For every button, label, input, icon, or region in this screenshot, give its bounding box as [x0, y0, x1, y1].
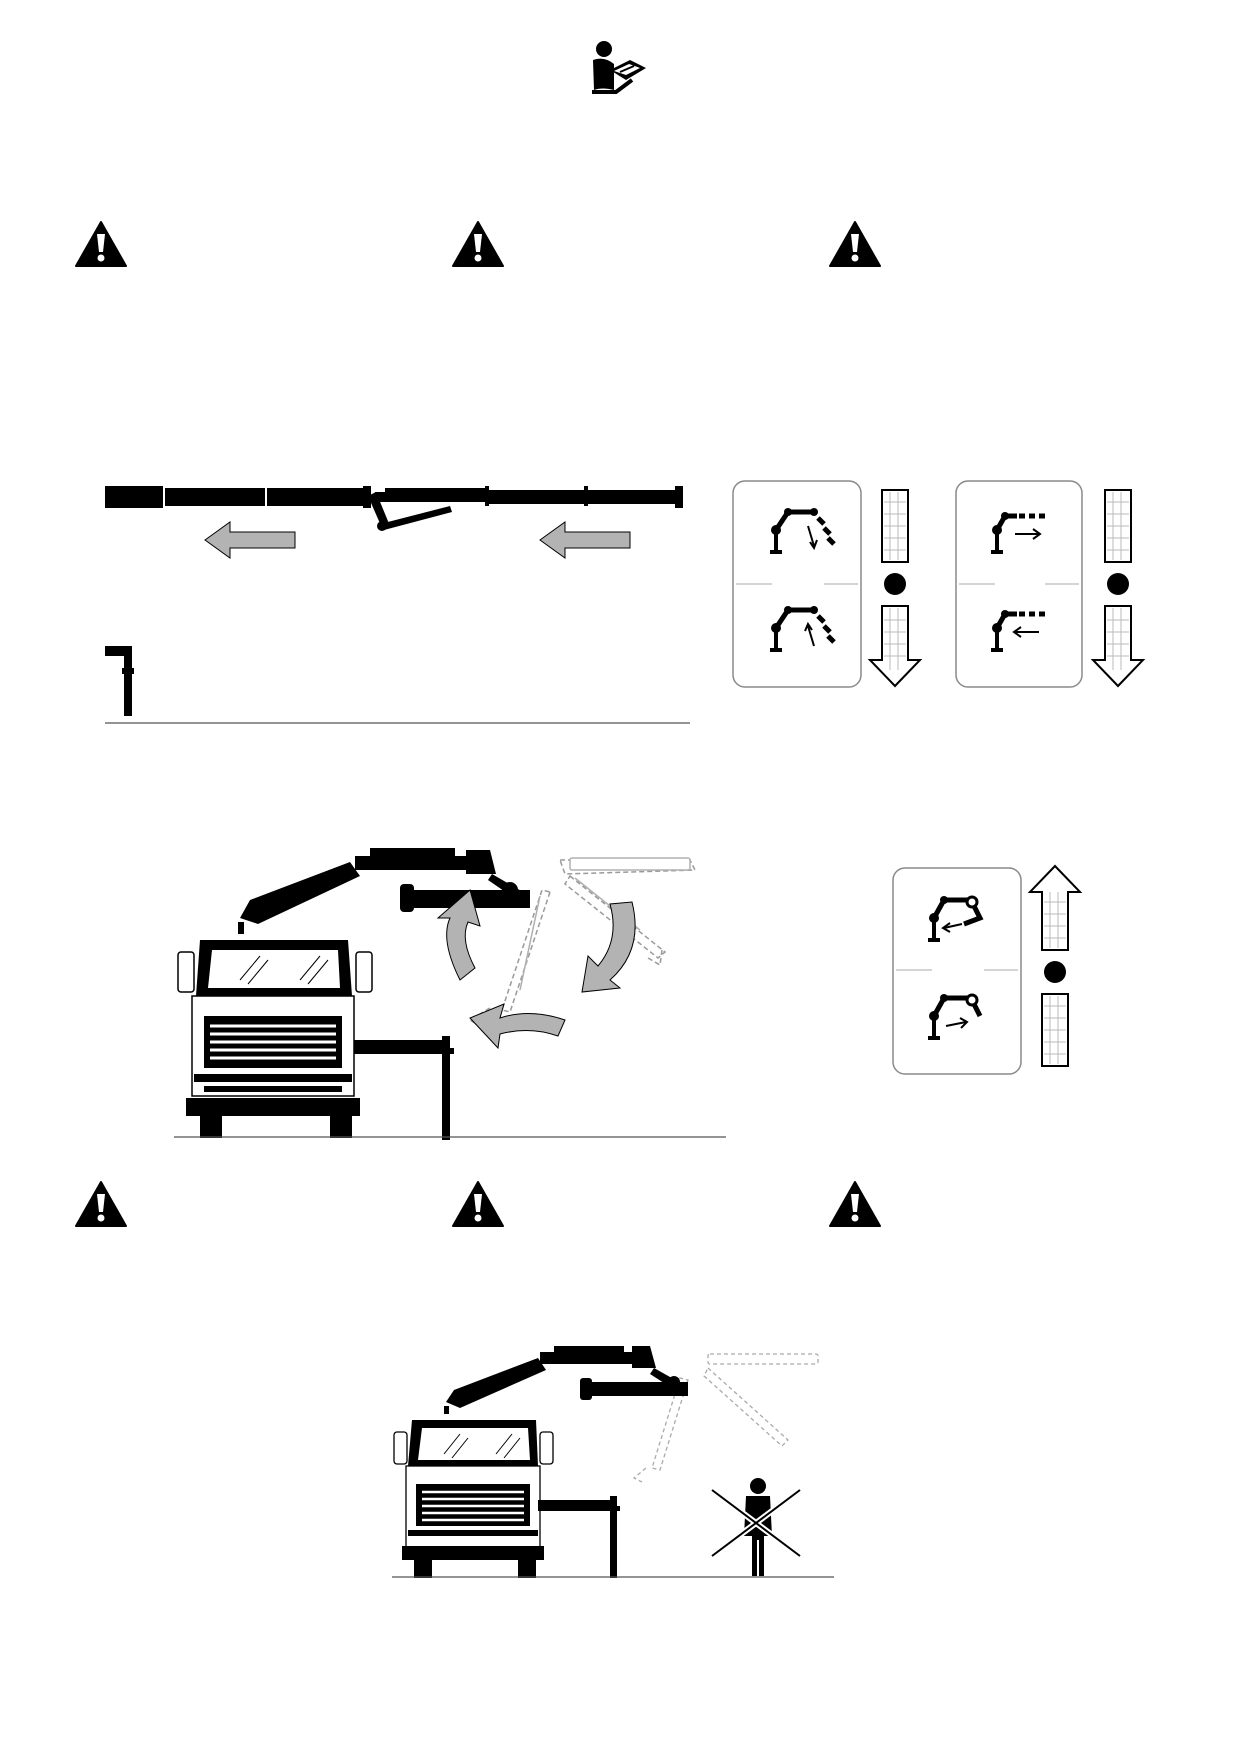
retract-arrow-left — [204, 521, 296, 559]
crane-boom — [238, 848, 530, 934]
warning-triangle-icon — [74, 1180, 128, 1228]
outrigger — [354, 1036, 454, 1140]
warning-triangle-icon — [828, 220, 882, 268]
extension-control-panel — [955, 480, 1146, 690]
outrigger — [538, 1496, 620, 1578]
ghost-jib-outline — [519, 857, 691, 991]
ghost-jib-positions — [632, 1353, 819, 1483]
truck-front — [177, 940, 373, 1138]
warning-triangle-icon — [828, 1180, 882, 1228]
support-leg — [105, 646, 134, 716]
fold-arrow-1 — [436, 889, 481, 981]
knuckle-joint — [368, 492, 452, 531]
warning-triangle-icon — [74, 220, 128, 268]
no-person-icon — [710, 1478, 802, 1576]
crane-icon-upper — [770, 508, 836, 554]
read-manual-icon — [590, 40, 650, 96]
truck-crane-no-person-diagram — [388, 1340, 838, 1580]
warning-triangle-icon — [451, 1180, 505, 1228]
jib-fold-control-panel — [892, 862, 1083, 1077]
boom-sections-left — [105, 486, 371, 508]
crane-icon-upper — [928, 895, 984, 942]
lever-down-indicator — [1090, 489, 1146, 688]
outer-boom-control-panel — [732, 480, 923, 690]
crane-icon-lower — [928, 993, 983, 1040]
lever-up-indicator — [1027, 864, 1083, 1067]
fold-arrow-3 — [581, 901, 636, 993]
boom-sections-right — [385, 486, 683, 508]
truck-crane-folding-diagram — [170, 840, 730, 1140]
fold-arrow-2 — [469, 1003, 566, 1050]
retract-arrow-right — [539, 521, 631, 559]
crane-icon-upper — [991, 512, 1045, 554]
truck-front — [393, 1420, 554, 1578]
crane-icon-lower — [991, 610, 1045, 652]
lever-down-indicator — [867, 489, 923, 688]
warning-triangle-icon — [451, 220, 505, 268]
crane-boom — [444, 1346, 688, 1414]
crane-icon-lower — [770, 606, 836, 652]
extended-boom-diagram — [100, 478, 690, 728]
